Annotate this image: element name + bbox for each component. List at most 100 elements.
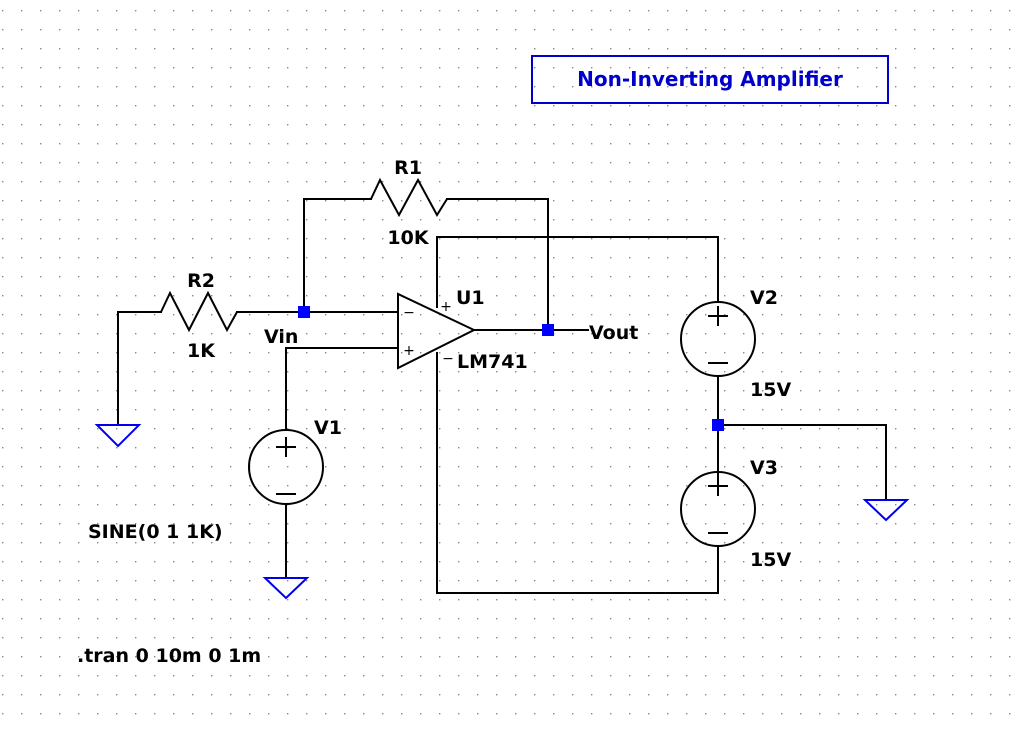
grid-dot [800,637,802,639]
spice-directive[interactable]: .tran 0 10m 0 1m [77,645,261,667]
grid-dot [458,542,460,544]
grid-dot [21,409,23,411]
grid-dot [1009,333,1011,335]
ground-symbol-r2[interactable] [94,424,142,448]
grid-dot [211,618,213,620]
grid-dot [838,447,840,449]
wire-v1-to-noninv[interactable] [285,347,399,426]
grid-dot [192,124,194,126]
grid-dot [230,599,232,601]
grid-dot [344,485,346,487]
grid-dot [572,542,574,544]
grid-dot [249,542,251,544]
grid-dot [724,428,726,430]
grid-dot [59,257,61,259]
grid-dot [686,86,688,88]
grid-dot [781,390,783,392]
grid-dot [648,618,650,620]
grid-dot [59,238,61,240]
grid-dot [59,105,61,107]
net-label-vin[interactable]: Vin [264,326,298,348]
voltage-source-v3[interactable]: V3 15V [680,457,791,571]
grid-dot [857,257,859,259]
grid-dot [97,86,99,88]
grid-dot [78,295,80,297]
grid-dot [762,542,764,544]
grid-dot [344,295,346,297]
grid-dot [477,276,479,278]
grid-dot [344,352,346,354]
opamp-u1[interactable]: − + + − U1 LM741 [397,287,528,373]
grid-dot [78,618,80,620]
grid-dot [762,504,764,506]
grid-dot [895,257,897,259]
grid-dot [876,428,878,430]
grid-dot [97,371,99,373]
grid-dot [21,143,23,145]
grid-dot [306,390,308,392]
grid-dot [363,504,365,506]
grid-dot [990,67,992,69]
grid-dot [458,428,460,430]
wire-vin-to-r1[interactable] [303,198,372,313]
grid-dot [382,618,384,620]
grid-dot [534,352,536,354]
grid-dot [287,29,289,31]
grid-dot [401,162,403,164]
grid-dot [420,447,422,449]
grid-dot [838,124,840,126]
wire-v3-to-vminus[interactable] [436,352,719,594]
grid-dot [952,656,954,658]
grid-dot [515,67,517,69]
title-annotation[interactable]: Non-Inverting Amplifier [531,55,889,104]
grid-dot [990,504,992,506]
grid-dot [173,390,175,392]
grid-dot [990,314,992,316]
grid-dot [610,523,612,525]
grid-dot [116,637,118,639]
grid-dot [705,162,707,164]
grid-dot [420,257,422,259]
ground-symbol-supply[interactable] [862,499,910,522]
net-label-vout[interactable]: Vout [589,322,638,344]
grid-dot [268,10,270,12]
r2-zigzag [160,290,238,333]
grid-dot [610,390,612,392]
grid-dot [306,504,308,506]
ground-symbol-v1[interactable] [262,577,310,600]
grid-dot [857,637,859,639]
grid-dot [173,200,175,202]
grid-dot [154,713,156,715]
grid-dot [515,86,517,88]
grid-dot [781,276,783,278]
grid-dot [78,675,80,677]
grid-dot [306,637,308,639]
junction-vin[interactable] [298,306,310,318]
grid-dot [496,124,498,126]
voltage-source-v2[interactable]: V2 15V [680,287,791,401]
wire-vplus-to-v2[interactable] [436,236,719,308]
grid-dot [211,352,213,354]
grid-dot [800,675,802,677]
junction-supply-midpoint[interactable] [712,419,724,431]
resistor-r2[interactable]: R2 1K [160,270,238,362]
grid-dot [382,86,384,88]
voltage-source-v1[interactable]: V1 SINE(0 1 1K) [88,417,342,543]
wire-r2-left-to-ground[interactable] [117,311,162,426]
grid-dot [743,162,745,164]
grid-dot [192,599,194,601]
junction-vout[interactable] [542,324,554,336]
wire-r1-to-vout[interactable] [446,198,549,331]
grid-dot [173,86,175,88]
resistor-r1[interactable]: R1 10K [370,157,448,249]
grid-dot [800,599,802,601]
grid-dot [420,238,422,240]
grid-dot [572,143,574,145]
wire-midpoint-to-ground[interactable] [717,424,887,501]
grid-dot [971,599,973,601]
grid-dot [724,124,726,126]
grid-dot [819,561,821,563]
grid-dot [1009,48,1011,50]
grid-dot [306,618,308,620]
